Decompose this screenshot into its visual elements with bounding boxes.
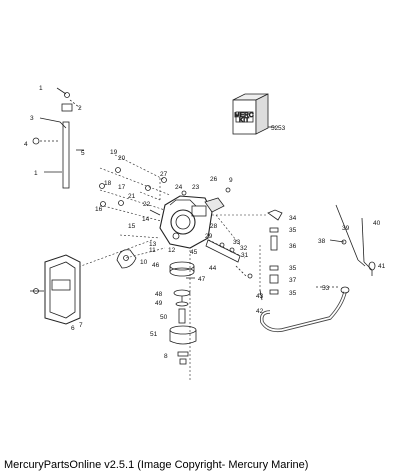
part-label: 43 xyxy=(256,293,264,300)
part-label: 47 xyxy=(198,276,206,283)
washer-part xyxy=(32,137,40,145)
part-label: 14 xyxy=(142,216,150,223)
needle-valve xyxy=(173,289,191,307)
part-label: 10 xyxy=(140,259,148,266)
part-label: 50 xyxy=(160,314,168,321)
choke-rod-assembly xyxy=(329,204,376,276)
part-label: 3 xyxy=(30,115,34,122)
link-rod-part xyxy=(62,121,70,189)
part-label: 37 xyxy=(289,277,297,284)
repair-kit-box xyxy=(232,93,269,135)
part-label: 31 xyxy=(241,252,249,259)
part-label: 45 xyxy=(190,249,198,256)
image-caption: MercuryPartsOnline v2.5.1 (Image Copyrig… xyxy=(4,459,309,471)
part-label: 34 xyxy=(289,215,297,222)
nut-part xyxy=(64,92,70,98)
bracket-part xyxy=(61,103,73,112)
part-label: 1 xyxy=(39,85,43,92)
gasket-part xyxy=(204,197,225,213)
part-label: 42 xyxy=(256,308,264,315)
part-label: 5 xyxy=(81,150,85,157)
part-label: 39 xyxy=(342,225,350,232)
screw-part xyxy=(56,87,67,95)
part-label: 24 xyxy=(175,184,183,191)
part-label: 17 xyxy=(118,184,126,191)
part-label: 28 xyxy=(210,223,218,230)
throttle-lever xyxy=(116,249,137,269)
part-label: 26 xyxy=(210,176,218,183)
kit-box-label-1: MERC xyxy=(234,112,253,119)
part-label: 41 xyxy=(378,263,386,270)
part-label: 53 xyxy=(278,125,286,132)
part-label: 2 xyxy=(78,105,82,112)
part-label: 6 xyxy=(71,325,75,332)
part-label: 15 xyxy=(128,223,136,230)
float-bowl xyxy=(169,325,197,345)
part-label: 13 xyxy=(149,241,157,248)
kit-box-label-2: KIT xyxy=(239,117,249,124)
part-label: 19 xyxy=(110,149,118,156)
main-jet xyxy=(178,308,186,324)
part-label: 48 xyxy=(155,291,163,298)
air-silencer-cover xyxy=(44,254,81,325)
part-label: 53 xyxy=(322,285,330,292)
screw-group xyxy=(99,167,231,207)
part-number-labels: 1 2 3 4 5 1 19 20 17 18 16 21 22 27 24 2… xyxy=(24,85,386,360)
part-label: 33 xyxy=(233,239,241,246)
float-part xyxy=(169,261,195,277)
carburetor-exploded-diagram: MERC KIT xyxy=(24,85,386,380)
part-label: 35 xyxy=(289,290,297,297)
part-label: 1 xyxy=(34,170,38,177)
part-label: 12 xyxy=(168,247,176,254)
part-label: 51 xyxy=(150,331,158,338)
part-label: 44 xyxy=(209,265,217,272)
part-label: 22 xyxy=(143,201,151,208)
part-label: 46 xyxy=(152,262,160,269)
part-label: 49 xyxy=(155,300,163,307)
part-label: 9 xyxy=(229,177,233,184)
part-label: 27 xyxy=(160,171,168,178)
hose-clamp xyxy=(259,289,263,301)
carburetor-body xyxy=(149,195,213,249)
fuel-hose xyxy=(259,286,350,333)
part-label: 4 xyxy=(24,141,28,148)
part-label: 38 xyxy=(318,238,326,245)
part-label: 16 xyxy=(95,206,103,213)
part-label: 8 xyxy=(164,353,168,360)
bowl-screw xyxy=(177,351,189,365)
part-label: 20 xyxy=(118,155,126,162)
part-label: 36 xyxy=(289,243,297,250)
part-label: 40 xyxy=(373,220,381,227)
part-label: 35 xyxy=(289,227,297,234)
part-label: 11 xyxy=(149,247,156,254)
part-label: 23 xyxy=(192,184,200,191)
fuel-fitting-stack xyxy=(267,209,283,295)
part-label: 7 xyxy=(79,322,83,329)
part-label: 52 xyxy=(271,125,279,132)
part-label: 32 xyxy=(240,245,248,252)
lever-part xyxy=(39,117,67,129)
part-label: 21 xyxy=(128,193,136,200)
idle-screw-assembly xyxy=(205,239,241,263)
part-label: 18 xyxy=(104,180,112,187)
part-label: 29 xyxy=(205,233,213,240)
part-label: 35 xyxy=(289,265,297,272)
